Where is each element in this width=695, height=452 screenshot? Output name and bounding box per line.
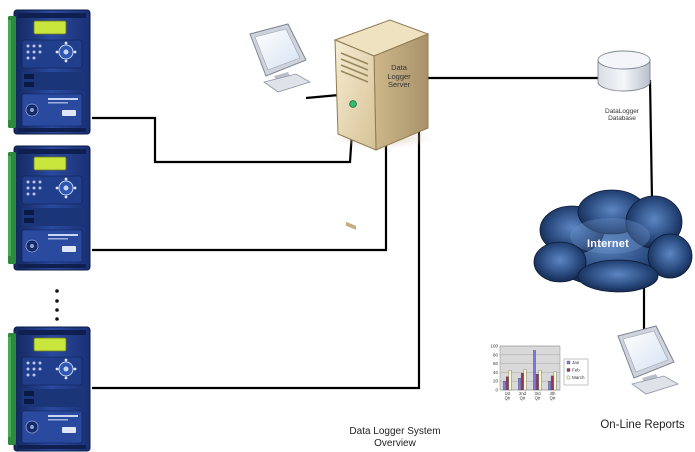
chart-bar — [553, 371, 557, 391]
chart-bar — [505, 376, 509, 391]
database-label: DataLogger Database — [605, 108, 639, 123]
more-devices-ellipsis — [55, 289, 59, 321]
chart-legend-swatch — [566, 375, 571, 380]
data-logger-server — [330, 19, 434, 230]
data-logger-device — [7, 326, 91, 452]
reports-monitor-icon — [617, 325, 679, 395]
workstation-monitor-icon — [249, 23, 311, 93]
chart-bar — [538, 370, 542, 391]
line-device-3-to-server — [92, 132, 421, 390]
chart-bar — [520, 373, 524, 391]
chart-y-tick-label: 100 — [490, 344, 498, 349]
chart-y-tick-label: 20 — [493, 379, 499, 384]
line-device-1-to-server — [92, 116, 354, 164]
chart-y-tick-label: 80 — [493, 352, 499, 357]
reports-label: On-Line Reports — [600, 419, 685, 431]
data-logger-device — [7, 145, 91, 271]
chart-bar — [535, 374, 539, 391]
chart-bars — [503, 350, 557, 391]
server-label: Data Logger Server — [387, 63, 411, 90]
chart-bar — [548, 381, 551, 391]
chart-legend-label: Feb — [572, 368, 580, 373]
chart-legend-label: Jan — [572, 360, 580, 365]
internet-cloud-icon — [533, 189, 693, 293]
chart-bar — [518, 377, 521, 391]
chart-legend-label: March — [572, 375, 585, 380]
chart-bar — [550, 375, 554, 391]
internet-label: Internet — [587, 238, 629, 250]
diagram-caption: Data Logger System Overview — [349, 426, 441, 449]
database-icon — [597, 50, 651, 92]
chart-bar — [523, 369, 527, 391]
chart-y-tick-label: 40 — [493, 370, 499, 375]
chart-y-axis: 100 80 60 40 20 0 — [490, 344, 498, 393]
line-device-2-to-server — [92, 138, 388, 252]
chart-bar — [508, 370, 512, 391]
chart-bar — [503, 381, 506, 391]
chart-bar — [533, 350, 536, 391]
chart-legend-swatch — [566, 368, 571, 372]
chart-y-tick-label: 60 — [493, 361, 499, 366]
line-database-to-internet — [648, 79, 654, 201]
connection-lines — [92, 76, 654, 390]
chart-y-tick-label: 0 — [495, 388, 498, 393]
chart-legend-swatch — [566, 360, 571, 365]
data-logger-device — [7, 9, 91, 135]
